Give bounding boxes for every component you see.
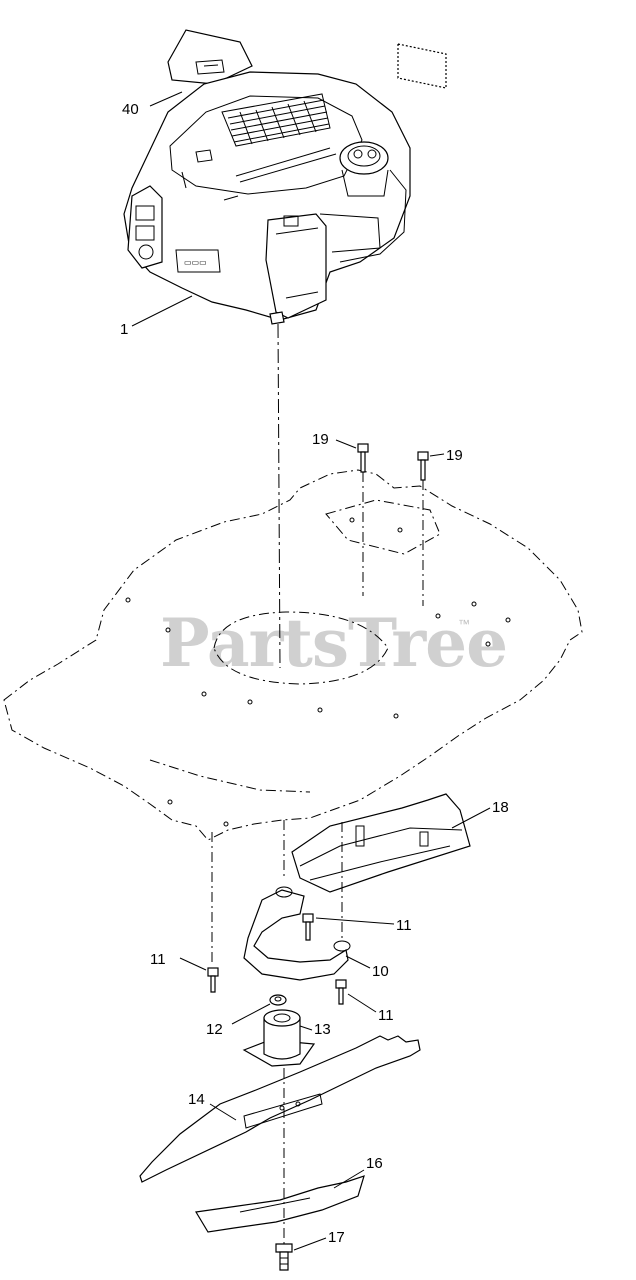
lower-blade-part: [195, 1175, 365, 1233]
bolt-19-left: [357, 443, 369, 596]
watermark: PartsTree: [160, 604, 507, 682]
callout-11-left: 11: [150, 951, 166, 968]
baffle-part: [291, 793, 471, 893]
leader-lines: [131, 91, 491, 1251]
decal-part: [167, 29, 253, 85]
blade-bolt-part: [275, 1243, 293, 1271]
callout-18: 18: [492, 799, 509, 816]
callout-1: 1: [120, 321, 128, 338]
mower-deck: [3, 469, 583, 841]
bolt-11-lower: [335, 979, 347, 1005]
callout-19-left: 19: [312, 431, 329, 448]
key-part: [269, 994, 287, 1006]
callout-16: 16: [366, 1155, 383, 1172]
bolt-19-right: [417, 451, 429, 606]
adapter-part: [242, 1009, 316, 1067]
callout-40: 40: [122, 101, 139, 118]
callout-13: 13: [314, 1021, 331, 1038]
callout-12: 12: [206, 1021, 223, 1038]
bolt-11-left: [207, 967, 219, 993]
callout-11-lower: 11: [378, 1007, 394, 1024]
engine-part: ▭▭▭: [123, 71, 411, 325]
bracket-part: [243, 886, 351, 981]
callout-10: 10: [372, 963, 389, 980]
bolt-11-mid: [302, 913, 314, 941]
callout-17: 17: [328, 1229, 345, 1246]
engine-shaft-centerline: [277, 323, 281, 669]
callout-11-mid: 11: [396, 917, 412, 934]
svg-text:▭▭▭: ▭▭▭: [184, 258, 207, 267]
callout-19-right: 19: [446, 447, 463, 464]
blade-part: [139, 1035, 421, 1183]
tag-part: [397, 43, 447, 89]
callout-14: 14: [188, 1091, 205, 1108]
watermark-trademark: ™: [458, 617, 470, 631]
